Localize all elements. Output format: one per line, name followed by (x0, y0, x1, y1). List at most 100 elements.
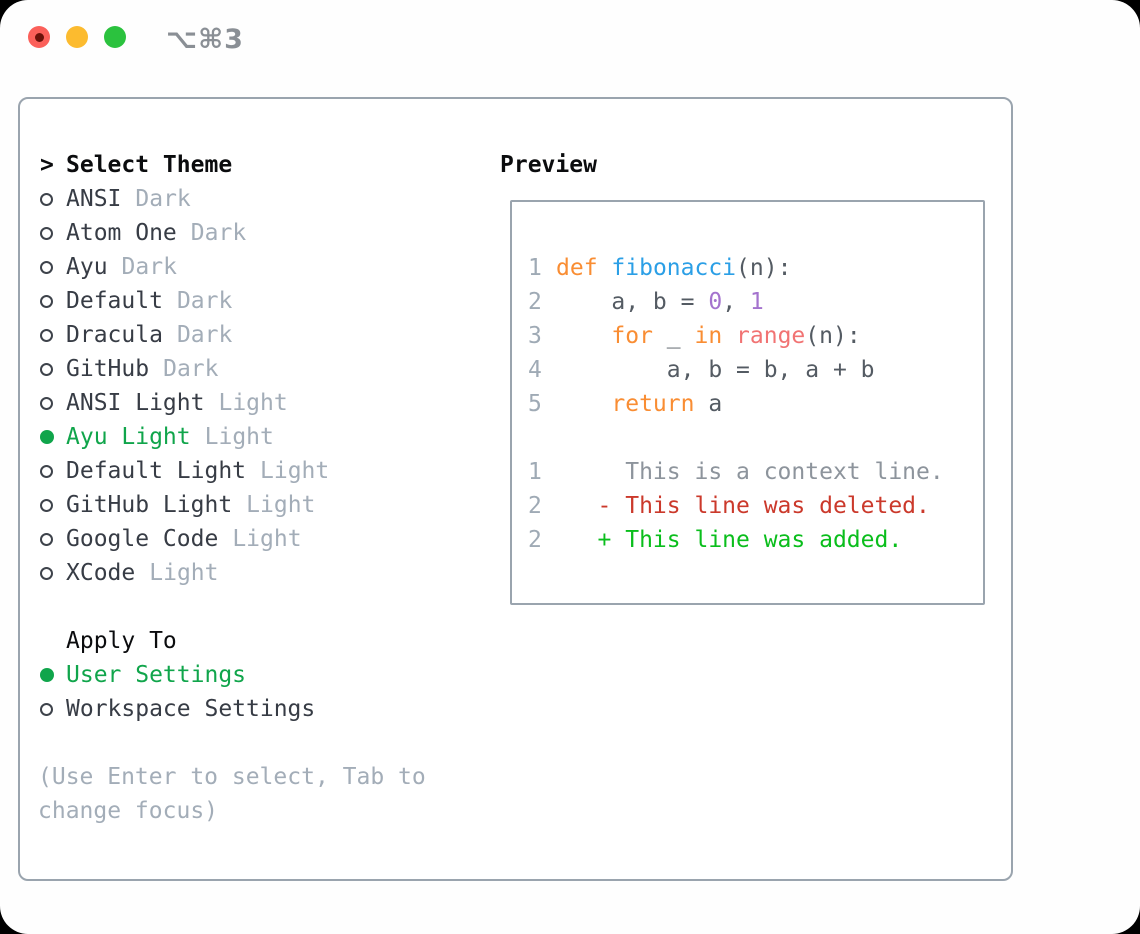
radio-marker (40, 260, 66, 274)
radio-marker (40, 430, 66, 444)
radio-marker (40, 396, 66, 410)
line-number: 1 (528, 255, 542, 281)
radio-icon (40, 702, 53, 716)
line-number: 3 (528, 323, 542, 349)
diff-preview: 1 This is a context line. 2 - This line … (528, 455, 983, 557)
theme-variant: Light (149, 560, 219, 586)
preview-box: 1 def fibonacci(n): 2 a, b = 0, 1 3 for … (510, 200, 985, 605)
apply-to-name: Workspace Settings (66, 696, 316, 722)
theme-list-column: > Select Theme ANSI Dark Atom One Dark A… (38, 148, 472, 828)
line-number: 4 (528, 357, 542, 383)
theme-variant: Light (260, 458, 330, 484)
preview-line: 2 + This line was added. (528, 523, 983, 557)
theme-option[interactable]: GitHub Light Light (40, 488, 472, 522)
theme-name: ANSI Light (66, 390, 205, 416)
theme-variant: Light (204, 424, 274, 450)
minimize-button[interactable] (66, 26, 88, 48)
theme-option[interactable]: XCode Light (40, 556, 472, 590)
theme-option[interactable]: GitHub Dark (40, 352, 472, 386)
radio-icon (40, 328, 53, 342)
preview-line: 5 return a (528, 387, 983, 421)
radio-marker (40, 702, 66, 716)
radio-marker (40, 328, 66, 342)
theme-option[interactable]: Ayu Dark (40, 250, 472, 284)
theme-option[interactable]: Google Code Light (40, 522, 472, 556)
radio-marker (40, 294, 66, 308)
theme-variant: Dark (176, 322, 233, 348)
radio-icon (40, 260, 53, 274)
theme-option[interactable]: ANSI Light Light (40, 386, 472, 420)
help-text: (Use Enter to select, Tab to change focu… (38, 764, 426, 824)
theme-option[interactable]: Dracula Dark (40, 318, 472, 352)
line-content: This is a context line. (556, 459, 944, 485)
preview-line: 1 This is a context line. (528, 455, 983, 489)
radio-marker (40, 668, 66, 682)
theme-name: GitHub (66, 356, 150, 382)
radio-marker (40, 192, 66, 206)
line-content: + This line was added. (556, 527, 903, 553)
theme-variant: Dark (190, 220, 247, 246)
apply-to-header: Apply To (40, 624, 472, 658)
theme-variant: Light (246, 492, 316, 518)
radio-marker (40, 532, 66, 546)
window-title: ⌥⌘3 (166, 24, 244, 55)
theme-name: Default Light (66, 458, 247, 484)
line-number: 2 (528, 493, 542, 519)
radio-icon (40, 362, 53, 376)
close-button[interactable] (28, 26, 50, 48)
line-content: a, b = b, a + b (556, 357, 875, 383)
theme-name: Google Code (66, 526, 219, 552)
radio-marker (40, 498, 66, 512)
preview-line: 1 def fibonacci(n): (528, 251, 983, 285)
theme-option[interactable]: Default Dark (40, 284, 472, 318)
preview-line: 2 - This line was deleted. (528, 489, 983, 523)
unsaved-dot-icon (34, 32, 44, 42)
apply-to-option[interactable]: User Settings (40, 658, 472, 692)
theme-variant: Dark (135, 186, 191, 212)
select-theme-header: > Select Theme (40, 148, 472, 182)
theme-name: Ayu (66, 254, 108, 280)
apply-to-name: User Settings (66, 662, 247, 688)
line-number: 2 (528, 289, 542, 315)
preview-line: 4 a, b = b, a + b (528, 353, 983, 387)
radio-icon (40, 668, 54, 682)
theme-option[interactable]: Ayu Light Light (40, 420, 472, 454)
line-content: for _ in range(n): (611, 323, 861, 349)
radio-icon (40, 566, 53, 580)
spacer (528, 421, 983, 455)
theme-picker-panel: > Select Theme ANSI Dark Atom One Dark A… (18, 97, 1013, 881)
theme-name: GitHub Light (66, 492, 233, 518)
radio-icon (40, 396, 53, 410)
radio-icon (40, 294, 53, 308)
theme-options-list: ANSI Dark Atom One Dark Ayu Dark Default… (40, 182, 472, 590)
theme-variant: Light (218, 390, 288, 416)
zoom-button[interactable] (104, 26, 126, 48)
theme-option[interactable]: ANSI Dark (40, 182, 472, 216)
radio-icon (40, 192, 53, 206)
spacer (40, 726, 472, 760)
select-theme-title: Select Theme (66, 152, 233, 178)
theme-variant: Dark (176, 288, 233, 314)
radio-marker (40, 464, 66, 478)
line-content: a, b = 0, 1 (556, 289, 764, 315)
theme-name: Dracula (66, 322, 163, 348)
radio-icon (40, 498, 53, 512)
theme-name: Ayu Light (66, 424, 191, 450)
line-number: 2 (528, 527, 542, 553)
radio-icon (40, 430, 54, 444)
theme-option[interactable]: Default Light Light (40, 454, 472, 488)
line-content: return a (611, 391, 723, 417)
theme-variant: Dark (163, 356, 219, 382)
theme-name: Default (66, 288, 163, 314)
radio-icon (40, 532, 53, 546)
preview-line: 3 for _ in range(n): (528, 319, 983, 353)
theme-name: XCode (66, 560, 136, 586)
theme-option[interactable]: Atom One Dark (40, 216, 472, 250)
theme-name: ANSI (66, 186, 122, 212)
radio-marker (40, 566, 66, 580)
apply-to-option[interactable]: Workspace Settings (40, 692, 472, 726)
preview-title: Preview (500, 152, 597, 178)
theme-variant: Light (232, 526, 302, 552)
apply-to-options-list: User Settings Workspace Settings (40, 658, 472, 726)
